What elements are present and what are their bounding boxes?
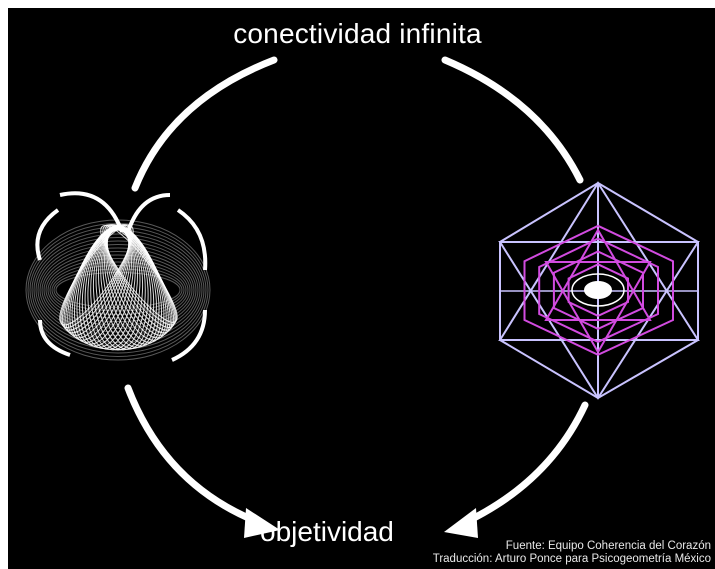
credit-translation: Traducción: Arturo Ponce para Psicogeome… — [432, 553, 711, 565]
credit-source: Fuente: Equipo Coherencia del Corazón — [505, 540, 711, 552]
torus-icon — [25, 191, 211, 362]
arrowhead-right — [444, 508, 478, 538]
arc-top-left — [131, 56, 278, 192]
arc-top-right — [441, 56, 584, 184]
cycle-arrows — [124, 56, 589, 526]
label-conectividad: conectividad infinita — [233, 18, 482, 49]
arrowhead-left — [244, 508, 280, 538]
arc-bottom-left — [124, 384, 262, 526]
top-border — [0, 0, 715, 8]
label-objetividad: objetividad — [260, 516, 394, 547]
arc-bottom-right — [466, 401, 589, 524]
sacred-geometry-icon — [498, 181, 700, 400]
left-border — [0, 0, 8, 569]
